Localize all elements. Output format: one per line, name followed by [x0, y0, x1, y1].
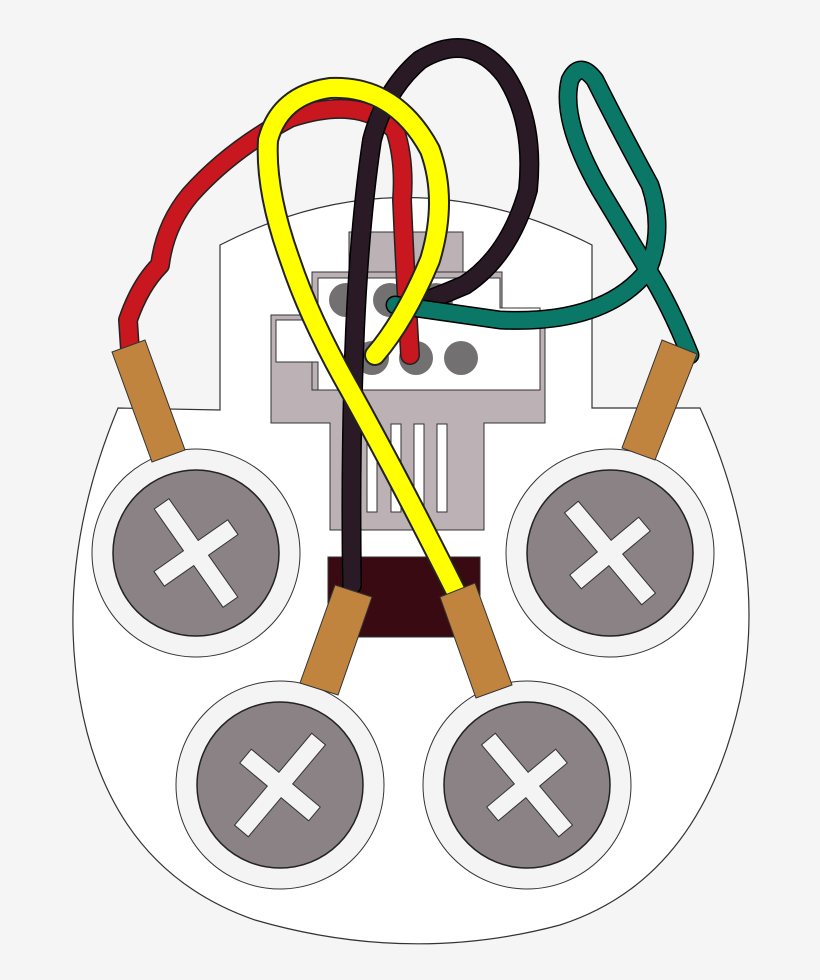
- screw-top-left: [91, 448, 301, 658]
- cross-slot-icon: [233, 732, 327, 838]
- lug-bottom-left: [299, 584, 373, 696]
- lugs: [111, 339, 698, 699]
- cross-slot-icon: [563, 500, 657, 606]
- lug-top-right: [621, 339, 698, 461]
- cross-slot-icon: [480, 732, 574, 838]
- screw-top-right: [505, 448, 715, 658]
- lug-bottom-right: [439, 582, 513, 699]
- lug-top-left: [111, 339, 186, 463]
- wires: [118, 38, 700, 601]
- screw-bottom-left: [175, 680, 385, 890]
- cross-slot-icon: [153, 497, 239, 609]
- screw-bottom-right: [422, 680, 632, 890]
